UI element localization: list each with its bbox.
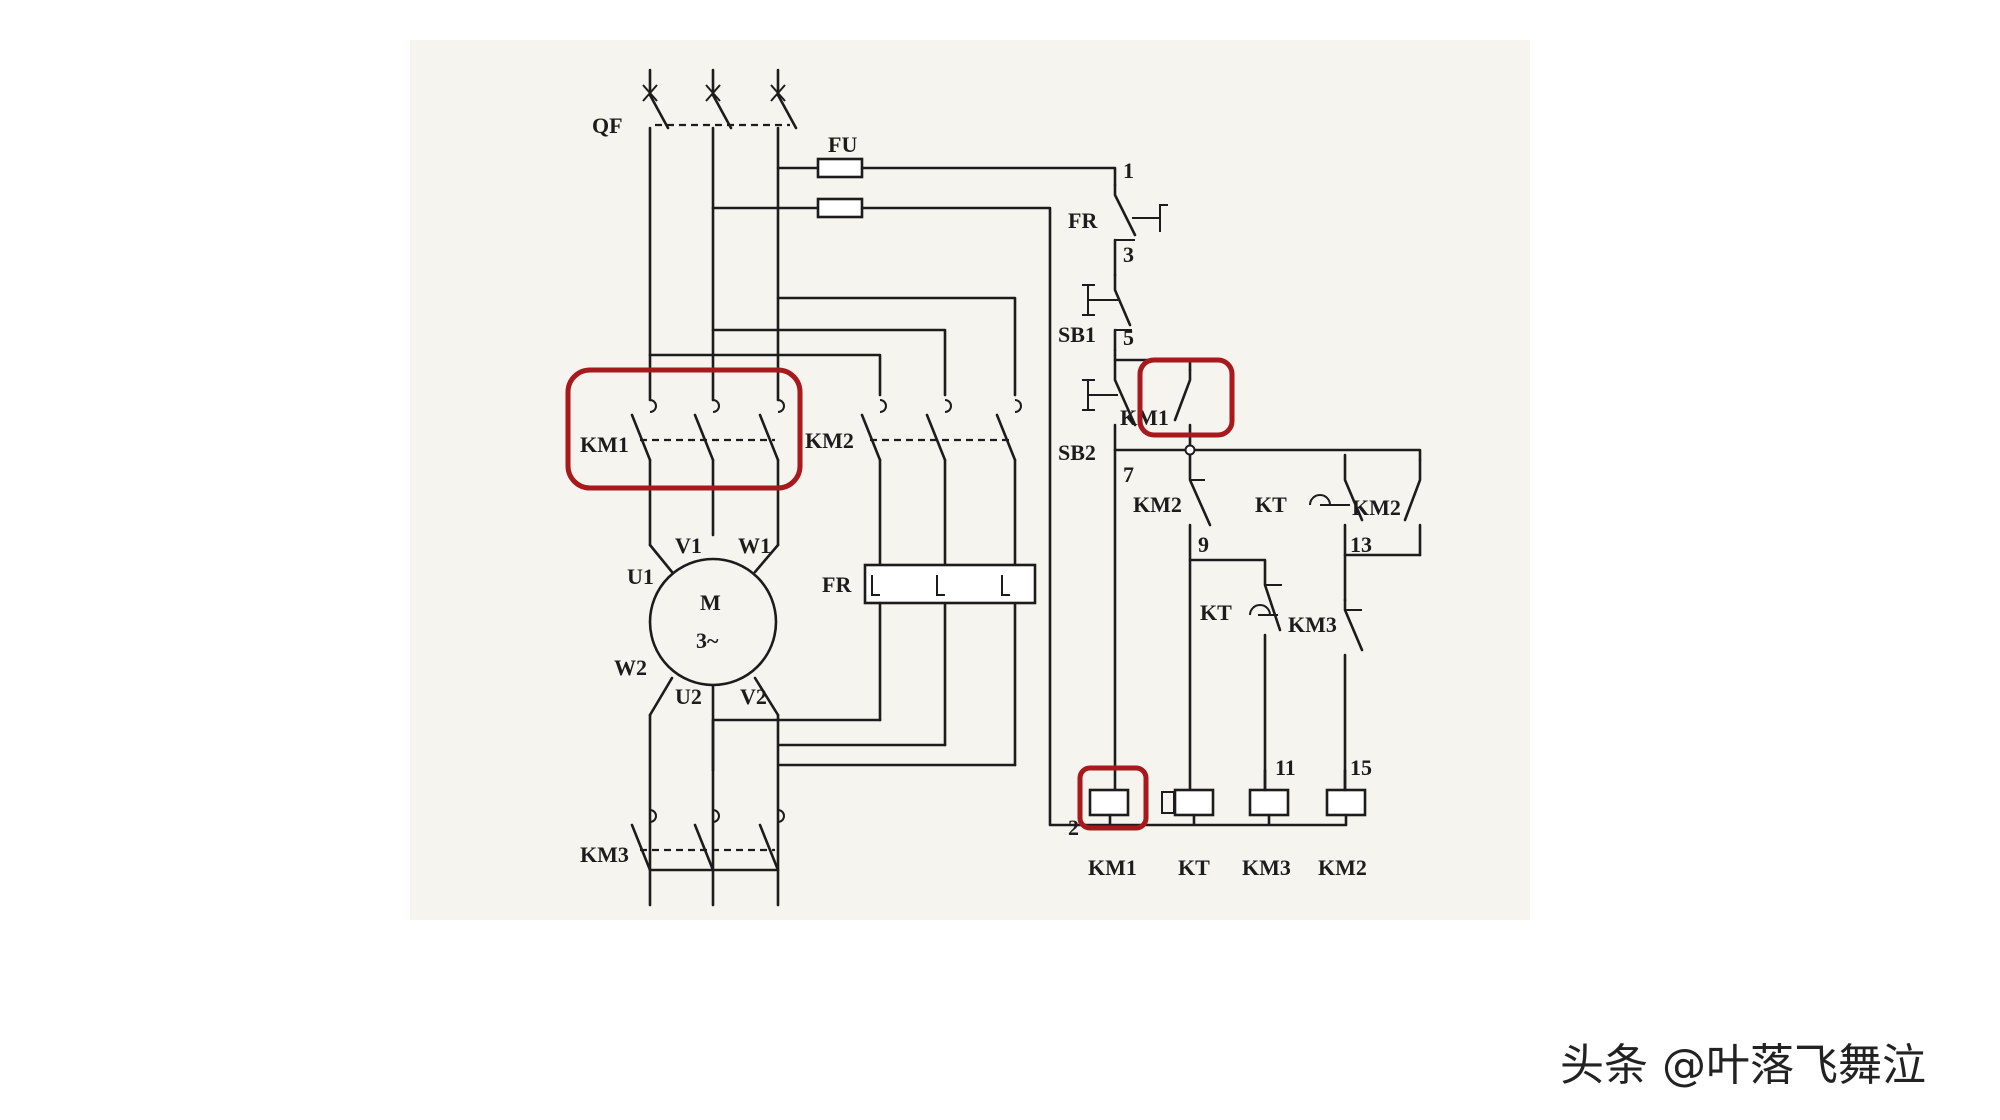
fuse-fu (711, 157, 1117, 827)
label-w2: W2 (614, 655, 647, 680)
control-circuit (1082, 183, 1422, 827)
label-node-7: 7 (1123, 462, 1134, 487)
label-w1: W1 (738, 533, 771, 558)
label-node-3: 3 (1123, 242, 1134, 267)
thermal-relay-fr (711, 563, 1037, 772)
coils (1083, 768, 1367, 827)
main-circuit (630, 68, 1117, 907)
highlight-km1-hold (1137, 357, 1235, 438)
label-fr-control: FR (1068, 208, 1098, 233)
label-kt-top: KT (1255, 492, 1287, 517)
label-coil-kt: KT (1178, 855, 1210, 880)
label-fu: FU (828, 132, 857, 157)
breaker-qf (642, 68, 798, 357)
fr-nc-contact (1113, 183, 1168, 277)
kt-delay-contact (1188, 558, 1282, 797)
label-motor-phase: 3~ (696, 628, 719, 653)
label-km2-top: KM2 (1352, 495, 1401, 520)
label-km1-hold: KM1 (1120, 405, 1169, 430)
coil-km3 (1248, 788, 1290, 817)
label-coil-km3: KM3 (1242, 855, 1291, 880)
contactor-km3-main (630, 809, 785, 872)
label-node-2: 2 (1068, 815, 1079, 840)
highlight-km1-coil (1077, 765, 1149, 831)
contactor-km2-main (860, 399, 1022, 567)
coil-kt (1173, 788, 1215, 817)
highlight-km1-main (565, 367, 803, 491)
label-fr-main: FR (822, 572, 852, 597)
kt-km2-branch (1309, 453, 1422, 602)
label-km3-nc: KM3 (1288, 612, 1337, 637)
label-u2: U2 (675, 684, 702, 709)
sb2-start-button (1082, 358, 1137, 452)
sb1-stop-button (1082, 273, 1132, 357)
highlights (565, 357, 1235, 831)
label-node-11: 11 (1275, 755, 1296, 780)
label-node-9: 9 (1198, 532, 1209, 557)
label-km3-main: KM3 (580, 842, 629, 867)
label-node-1: 1 (1123, 158, 1134, 183)
coil-km2 (1325, 788, 1367, 817)
label-node-5: 5 (1123, 325, 1134, 350)
label-node-13: 13 (1350, 532, 1372, 557)
label-u1: U1 (627, 564, 654, 589)
labels: QF FU KM1 KM2 KM3 FR M 3~ U1 V1 W1 W2 U2… (580, 113, 1401, 880)
km2-nc-contact (1188, 453, 1212, 797)
label-sb1: SB1 (1058, 322, 1096, 347)
label-coil-km2: KM2 (1318, 855, 1367, 880)
motor (648, 543, 780, 907)
watermark: 头条 @叶落飞舞泣 (1560, 1040, 1926, 1091)
label-node-15: 15 (1350, 755, 1372, 780)
label-kt-mid: KT (1200, 600, 1232, 625)
label-coil-km1: KM1 (1088, 855, 1137, 880)
label-km2-main: KM2 (805, 428, 854, 453)
label-km2-nc: KM2 (1133, 492, 1182, 517)
label-v1: V1 (675, 533, 702, 558)
label-sb2: SB2 (1058, 440, 1096, 465)
label-km1-main: KM1 (580, 432, 629, 457)
label-v2: V2 (740, 684, 767, 709)
diagram-paper (410, 40, 1530, 920)
contactor-km1-main (630, 353, 785, 547)
label-qf: QF (592, 113, 623, 138)
coil-km1 (1088, 788, 1130, 817)
label-motor-m: M (700, 590, 721, 615)
